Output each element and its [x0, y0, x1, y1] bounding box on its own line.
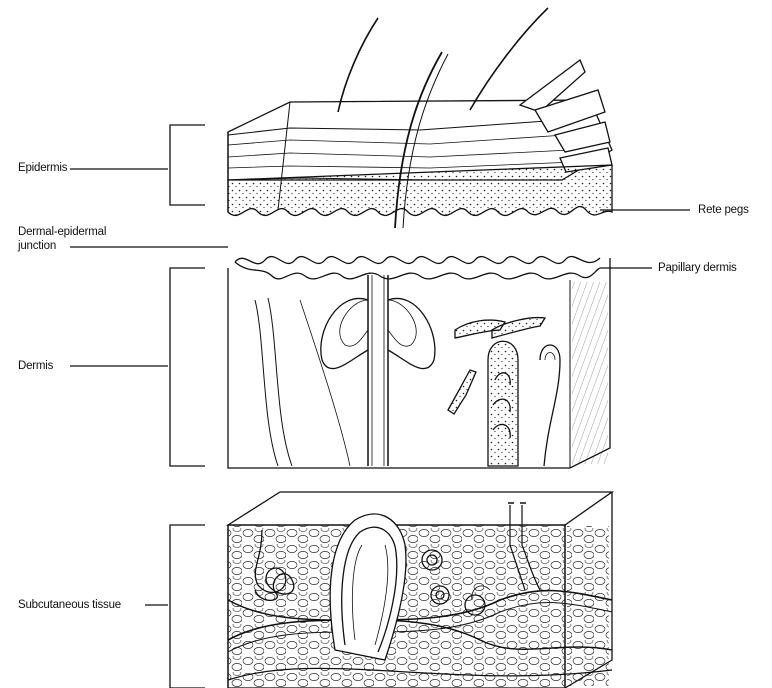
subcutaneous-tissue-label: Subcutaneous tissue: [18, 599, 121, 612]
epidermis-bracket: [170, 125, 205, 205]
dermis-bracket: [170, 268, 205, 466]
subcutaneous-block: [228, 492, 612, 688]
rete-pegs-label: Rete pegs: [698, 204, 749, 217]
dermis-label: Dermis: [18, 360, 53, 373]
epidermis-block: [228, 8, 612, 228]
dermal-epidermal-junction-label-line1: Dermal-epidermal: [18, 226, 106, 239]
epidermis-label: Epidermis: [18, 162, 67, 175]
subcutaneous-bracket: [170, 525, 205, 688]
papillary-dermis-label: Papillary dermis: [658, 262, 737, 275]
dermis-block: [228, 257, 610, 468]
dermal-epidermal-junction-label-line2: junction: [18, 240, 56, 253]
